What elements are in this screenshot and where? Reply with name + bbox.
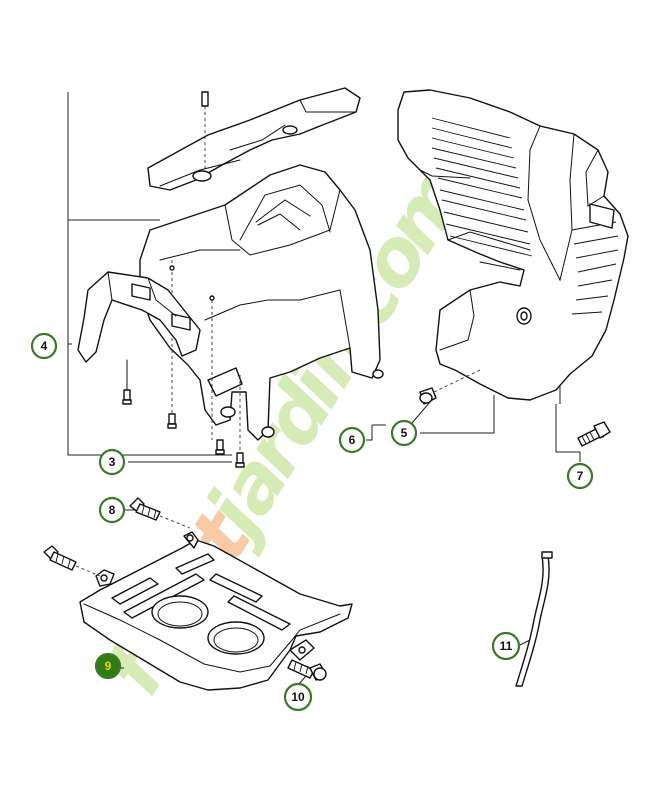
callout-6[interactable]: 6: [338, 426, 366, 454]
callout-5[interactable]: 5: [390, 419, 418, 447]
cable: [515, 551, 553, 687]
callout-8[interactable]: 8: [98, 496, 126, 524]
screw-10: [287, 659, 327, 681]
grommet: [419, 369, 481, 405]
screw: [235, 452, 245, 468]
main-cover: [139, 164, 384, 455]
callout-label-9: 9: [105, 659, 112, 673]
callout-label-4: 4: [41, 339, 48, 353]
screw-left: [43, 545, 101, 577]
callout-7[interactable]: 7: [566, 462, 594, 490]
callout-label-7: 7: [577, 469, 584, 483]
skid-plate: [79, 531, 353, 691]
callout-4[interactable]: 4: [30, 332, 58, 360]
screw: [167, 413, 177, 429]
screw-7: [577, 421, 611, 447]
callout-label-3: 3: [109, 455, 116, 469]
callout-label-6: 6: [349, 433, 356, 447]
screws-cover: [122, 265, 245, 468]
callout-label-5: 5: [401, 426, 408, 440]
callout-11[interactable]: 11: [491, 631, 521, 661]
callout-label-11: 11: [500, 639, 513, 653]
top-cap: [147, 87, 361, 191]
side-bracket: [77, 271, 201, 363]
callout-10[interactable]: 10: [283, 682, 313, 712]
screw: [122, 389, 132, 405]
engine-housing: [397, 89, 629, 401]
screw: [215, 439, 225, 455]
callout-3[interactable]: 3: [98, 448, 126, 476]
callout-label-8: 8: [109, 503, 116, 517]
callout-label-10: 10: [291, 690, 305, 704]
callout-9[interactable]: 9: [94, 652, 122, 680]
screw-8: [129, 497, 191, 529]
